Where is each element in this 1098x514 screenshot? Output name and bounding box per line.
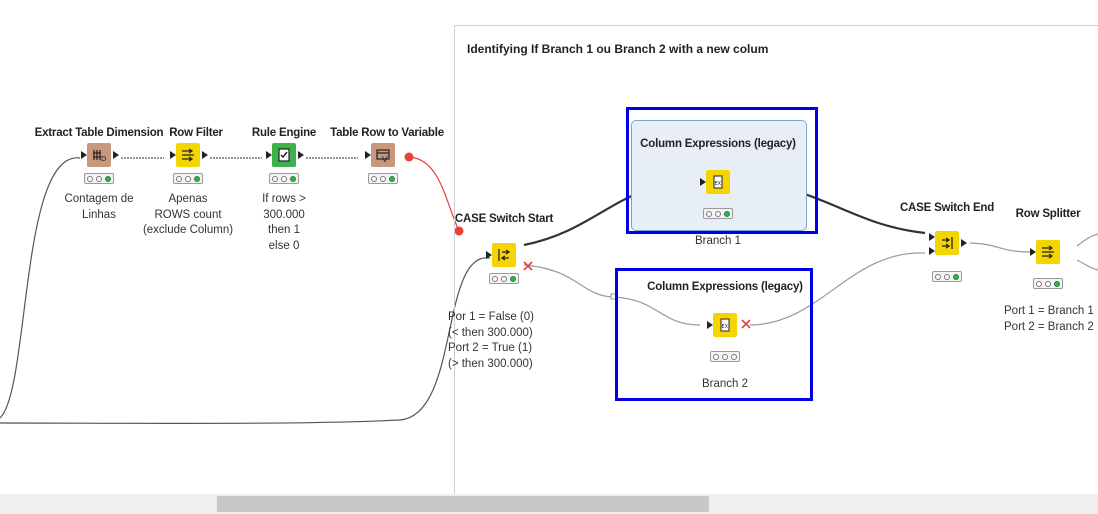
node-table-row-to-variable[interactable]: Table Row to Variable V bbox=[330, 127, 444, 184]
status-lights bbox=[368, 173, 398, 184]
node-column-expressions-branch1[interactable]: Column Expressions (legacy) EX Branch 1 bbox=[640, 138, 796, 247]
annotation-box[interactable]: Identifying If Branch 1 ou Branch 2 with… bbox=[454, 25, 1098, 506]
connection-incoming-2 bbox=[0, 257, 491, 424]
node-extract-table-dimension[interactable]: Extract Table Dimension D Contagem de Li… bbox=[35, 127, 164, 221]
node-title: Rule Engine bbox=[251, 127, 317, 139]
status-lights bbox=[710, 351, 740, 362]
column-expression-icon[interactable]: EX bbox=[706, 170, 730, 194]
inactive-port-x-casestart bbox=[523, 261, 533, 271]
node-title: Extract Table Dimension bbox=[34, 127, 164, 139]
input-port[interactable] bbox=[700, 178, 706, 186]
status-lights bbox=[84, 173, 114, 184]
connection-rowsplitter-out1 bbox=[1076, 233, 1098, 247]
row-to-variable-icon[interactable]: V bbox=[371, 143, 395, 167]
node-title: Row Filter bbox=[169, 127, 223, 139]
node-title: Column Expressions (legacy) bbox=[640, 138, 796, 150]
connection-branch2-caseend bbox=[749, 252, 926, 326]
node-rule-engine[interactable]: Rule Engine If rows > 300.000 then 1 els… bbox=[252, 127, 316, 252]
table-dimension-icon[interactable]: D bbox=[87, 143, 111, 167]
node-label: Por 1 = False (0) (< then 300.000) Port … bbox=[448, 311, 534, 370]
node-column-expressions-branch2[interactable]: Column Expressions (legacy) EX Branch 2 bbox=[647, 281, 803, 390]
row-splitter-icon[interactable] bbox=[1036, 240, 1060, 264]
column-expression-icon[interactable]: EX bbox=[713, 313, 737, 337]
node-row-filter[interactable]: Row Filter Apenas ROWS count (exclude Co… bbox=[143, 127, 233, 236]
connection-incoming-1 bbox=[0, 157, 81, 419]
status-lights bbox=[932, 271, 962, 282]
output-port[interactable] bbox=[202, 151, 208, 159]
case-switch-start-icon[interactable] bbox=[492, 243, 516, 267]
node-label: If rows > 300.000 then 1 else 0 bbox=[262, 193, 306, 252]
horizontal-scrollbar[interactable] bbox=[0, 494, 1098, 514]
node-label: Branch 2 bbox=[701, 378, 749, 390]
status-lights bbox=[173, 173, 203, 184]
node-title: Row Splitter bbox=[1015, 208, 1081, 220]
input-port[interactable] bbox=[486, 251, 492, 259]
selection-frame-branch1 bbox=[626, 107, 818, 234]
node-row-splitter[interactable]: Row Splitter Port 1 = Branch 1 Port 2 = … bbox=[1004, 208, 1094, 333]
connection-rowsplitter-out2 bbox=[1076, 259, 1098, 271]
input-port[interactable] bbox=[707, 321, 713, 329]
node-title: CASE Switch End bbox=[899, 202, 995, 214]
input-port[interactable] bbox=[81, 151, 87, 159]
node-title: Column Expressions (legacy) bbox=[647, 281, 803, 293]
connection-caseend-rowsplitter bbox=[969, 242, 1031, 253]
status-lights bbox=[489, 273, 519, 284]
status-lights bbox=[1033, 278, 1063, 289]
input-port[interactable] bbox=[1030, 248, 1036, 256]
annotation-title: Identifying If Branch 1 ou Branch 2 with… bbox=[467, 42, 769, 56]
variable-port-in bbox=[454, 226, 464, 236]
svg-text:D: D bbox=[101, 155, 106, 163]
node-case-switch-start[interactable]: CASE Switch Start Por 1 = False (0) (< t… bbox=[448, 213, 553, 370]
node-title: CASE Switch Start bbox=[454, 213, 554, 225]
input-port[interactable] bbox=[266, 151, 272, 159]
row-filter-icon[interactable] bbox=[176, 143, 200, 167]
node-label: Contagem de Linhas bbox=[64, 193, 134, 221]
case-switch-end-icon[interactable] bbox=[935, 231, 959, 255]
input-port[interactable] bbox=[170, 151, 176, 159]
variable-connection bbox=[409, 156, 460, 232]
output-port[interactable] bbox=[298, 151, 304, 159]
rule-engine-icon[interactable] bbox=[272, 143, 296, 167]
node-title: Table Row to Variable bbox=[330, 127, 444, 139]
svg-text:V: V bbox=[382, 155, 388, 163]
scrollbar-thumb[interactable] bbox=[217, 496, 709, 512]
output-port[interactable] bbox=[961, 239, 967, 247]
svg-text:EX: EX bbox=[722, 324, 729, 330]
inactive-port-x-branch2 bbox=[741, 319, 751, 329]
input-port[interactable] bbox=[365, 151, 371, 159]
node-label: Port 1 = Branch 1 Port 2 = Branch 2 bbox=[1004, 305, 1094, 333]
selection-frame-branch2 bbox=[615, 268, 813, 401]
input-port-2[interactable] bbox=[929, 247, 935, 255]
node-label: Branch 1 bbox=[694, 235, 742, 247]
variable-port-out bbox=[404, 152, 414, 162]
svg-text:EX: EX bbox=[715, 181, 722, 187]
output-port[interactable] bbox=[113, 151, 119, 159]
node-case-switch-end[interactable]: CASE Switch End bbox=[900, 202, 994, 282]
input-port[interactable] bbox=[929, 233, 935, 241]
status-lights bbox=[703, 208, 733, 219]
node-label: Apenas ROWS count (exclude Column) bbox=[142, 193, 234, 236]
status-lights bbox=[269, 173, 299, 184]
